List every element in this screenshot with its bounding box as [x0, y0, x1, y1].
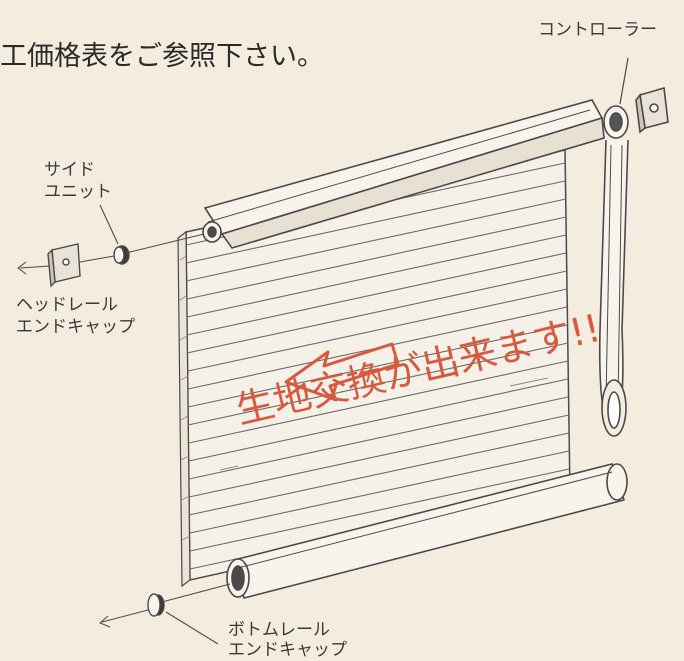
headrail-end-cap-label-line2: エンドキャップ: [16, 317, 135, 337]
controller-label: コントローラー: [538, 20, 657, 40]
left-arrow-icon: [284, 342, 400, 402]
side-unit-label-line1: サイド: [44, 160, 95, 180]
headrail-end-cap-label-line1: ヘッドレール: [16, 295, 118, 315]
bottomrail-leader: [165, 611, 219, 645]
headrail-end-cap-part: [17, 243, 115, 288]
controller-bracket: [635, 86, 669, 134]
controller-unit: [598, 105, 629, 437]
callout-guides: [219, 377, 549, 471]
controller-leader: [619, 57, 629, 105]
side-unit-label-line2: ユニット: [44, 182, 112, 202]
bottomrail-end-cap-label-line1: ボトムレール: [228, 620, 330, 640]
page-heading: 工価格表をご参照下さい。: [0, 41, 324, 72]
bottomrail-end-cap-label-line2: エンドキャップ: [228, 640, 347, 660]
head-rail: [202, 99, 605, 249]
fabric-panel: [177, 149, 571, 588]
bottomrail-end-cap-part: [99, 583, 231, 628]
side-unit-leader: [99, 204, 119, 245]
bottom-rail: [226, 463, 628, 599]
side-unit-part: [113, 233, 205, 265]
